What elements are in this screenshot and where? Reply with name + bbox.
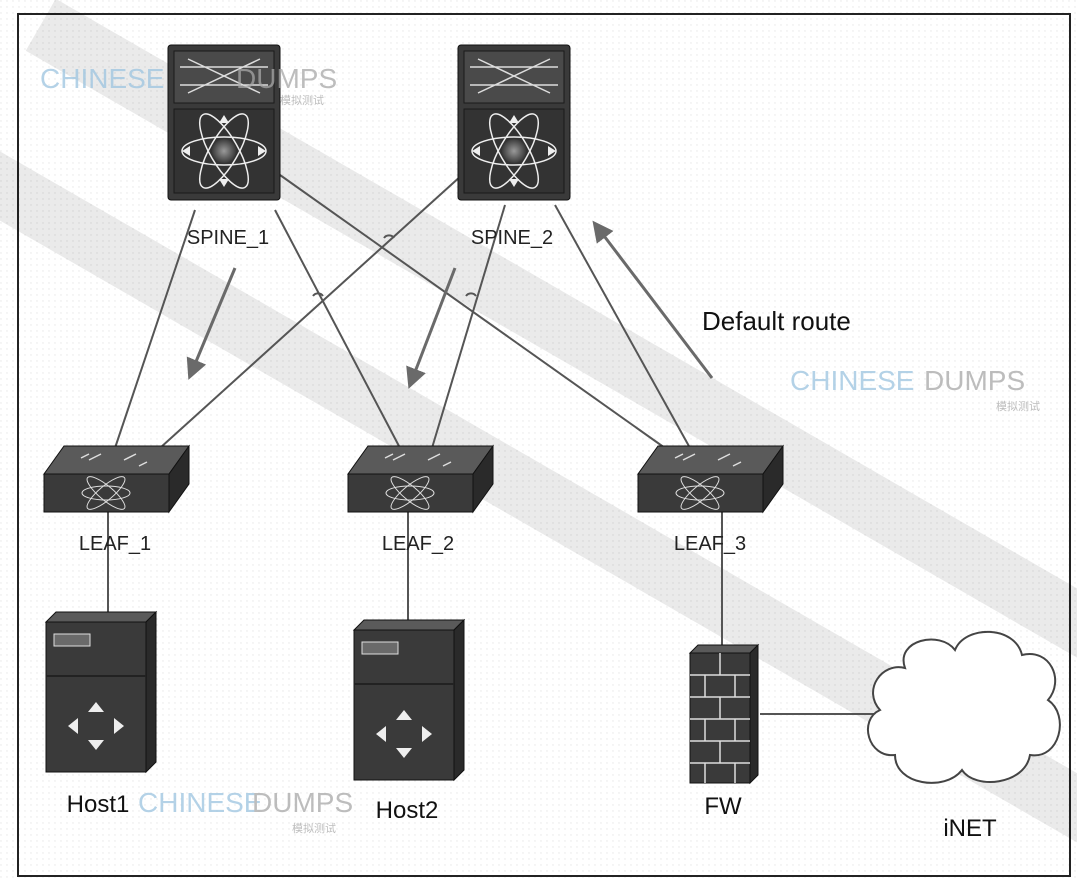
arrow-to-leaf1	[186, 267, 237, 380]
diagram-border	[17, 13, 1071, 877]
arrow-to-spine2	[592, 220, 714, 379]
host2-server-icon[interactable]	[352, 618, 466, 782]
svg-text:DUMPS: DUMPS	[236, 63, 337, 94]
leaf1-switch-icon[interactable]	[43, 444, 190, 514]
svg-text:CHINESE: CHINESE	[138, 787, 262, 818]
host1-server-icon[interactable]	[44, 610, 158, 774]
svg-text:模拟测试: 模拟测试	[280, 93, 324, 107]
link-spine1-leaf1	[114, 209, 196, 449]
firewall-icon[interactable]	[688, 643, 760, 785]
spine2-switch-icon[interactable]	[457, 44, 571, 201]
svg-text:模拟测试: 模拟测试	[292, 821, 336, 835]
svg-text:DUMPS: DUMPS	[252, 787, 353, 818]
link-spine1-leaf2	[274, 209, 401, 449]
spine1-switch-icon[interactable]	[167, 44, 281, 201]
link-spine2-leaf2	[431, 204, 506, 449]
host2-label: Host2	[376, 797, 439, 824]
leaf1-label: LEAF_1	[79, 533, 151, 555]
watermark-right: CHINESE DUMPS 模拟测试	[790, 365, 1040, 413]
arrow-to-leaf2	[406, 267, 457, 389]
svg-text:CHINESE: CHINESE	[40, 63, 164, 94]
watermark-top-left: CHINESE DUMPS 模拟测试	[40, 63, 337, 107]
leaf3-label: LEAF_3	[674, 533, 746, 555]
watermark-bottom: CHINESE DUMPS 模拟测试	[138, 787, 353, 835]
line-hops	[312, 234, 477, 297]
links	[107, 174, 885, 715]
svg-text:DUMPS: DUMPS	[924, 365, 1025, 396]
internet-cloud-icon[interactable]	[867, 630, 1061, 784]
leaf3-switch-icon[interactable]	[637, 444, 784, 514]
svg-text:CHINESE: CHINESE	[790, 365, 914, 396]
leaf2-label: LEAF_2	[382, 533, 454, 555]
default-route-label: Default route	[702, 306, 851, 336]
fw-label: FW	[704, 793, 742, 820]
host1-label: Host1	[67, 791, 130, 818]
svg-text:模拟测试: 模拟测试	[996, 399, 1040, 413]
inet-label: iNET	[943, 815, 997, 842]
route-arrows	[186, 220, 714, 389]
spine1-label: SPINE_1	[187, 227, 269, 249]
link-spine2-leaf3	[554, 204, 691, 449]
leaf2-switch-icon[interactable]	[347, 444, 494, 514]
link-spine2-leaf1	[159, 174, 463, 449]
spine2-label: SPINE_2	[471, 227, 553, 249]
